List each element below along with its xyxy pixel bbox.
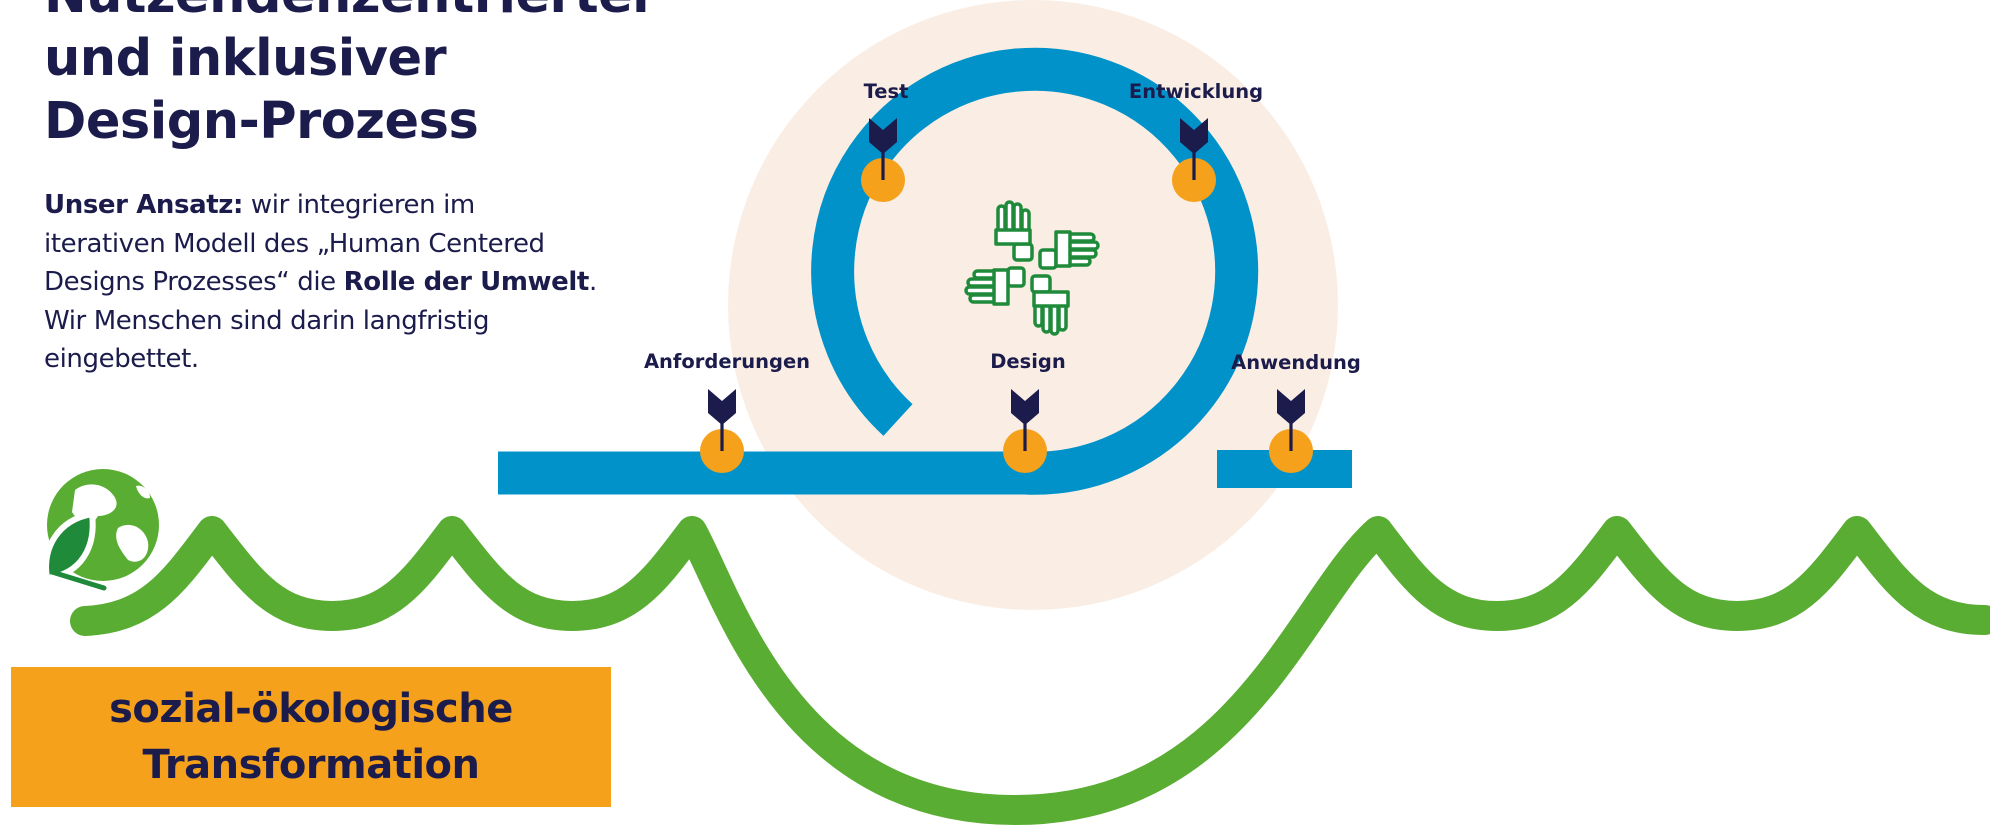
step-anforderungen: Anforderungen: [644, 350, 810, 473]
intro-text-2: . Wir Menschen sind darin langfristig ei…: [44, 267, 597, 374]
step-label: Anwendung: [1231, 351, 1361, 374]
step-label: Test: [864, 80, 909, 103]
intro-text-1: wir integrieren im iterativen Modell des…: [44, 190, 545, 297]
step-anwendung: Anwendung: [1231, 351, 1361, 473]
step-design: Design: [990, 350, 1066, 473]
step-label: Entwicklung: [1129, 80, 1263, 103]
environment-wave: [70, 516, 1990, 825]
step-label: Anforderungen: [644, 350, 810, 373]
banner-line-2: Transformation: [142, 742, 480, 788]
intro-lead: Unser Ansatz:: [44, 190, 244, 220]
step-test: Test: [861, 80, 908, 202]
intro-paragraph: Unser Ansatz: wir integrieren im iterati…: [44, 186, 604, 379]
page-title: Nutzendenzentrierter und inklusiver Desi…: [44, 0, 657, 153]
banner-line-1: sozial-ökologische: [109, 686, 513, 732]
transformation-banner: sozial-ökologische Transformation: [11, 667, 611, 807]
step-label: Design: [990, 350, 1066, 373]
title-line-2: und inklusiver: [44, 29, 447, 88]
four-hands-teamwork-icon: [964, 200, 1100, 336]
globe-leaf-icon: [43, 469, 159, 591]
step-entwicklung: Entwicklung: [1129, 80, 1263, 202]
intro-emphasis: Rolle der Umwelt: [343, 267, 590, 297]
title-line-1: Nutzendenzentrierter: [44, 0, 657, 27]
title-line-3: Design-Prozess: [44, 92, 479, 151]
